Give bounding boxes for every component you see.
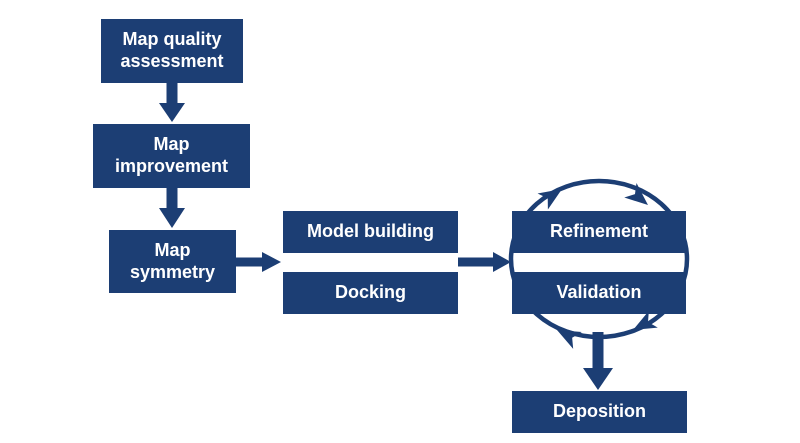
cycle-arrowhead-top-left-icon <box>537 189 562 210</box>
arrow-quality-to-improvement <box>159 83 185 122</box>
node-map-symmetry: Map symmetry <box>109 230 236 293</box>
node-map-quality-assessment: Map quality assessment <box>101 19 243 83</box>
cycle-gap-mask <box>518 252 681 272</box>
arrow-improvement-to-symmetry <box>159 188 185 228</box>
cycle-arrowhead-top-right-icon <box>624 182 648 205</box>
node-map-improvement: Map improvement <box>93 124 250 188</box>
node-docking: Docking <box>283 272 458 314</box>
cycle-arrowhead-bottom-left-icon <box>557 330 582 349</box>
arrow-modelbuilding-to-refinement <box>458 252 511 272</box>
arrow-cycle-to-deposition <box>583 332 613 390</box>
node-deposition: Deposition <box>512 391 687 433</box>
cycle-arrowhead-bottom-right-icon <box>633 310 658 330</box>
arrow-symmetry-to-modelbuilding <box>236 252 281 272</box>
node-refinement: Refinement <box>512 211 686 253</box>
node-validation: Validation <box>512 272 686 314</box>
node-model-building: Model building <box>283 211 458 253</box>
